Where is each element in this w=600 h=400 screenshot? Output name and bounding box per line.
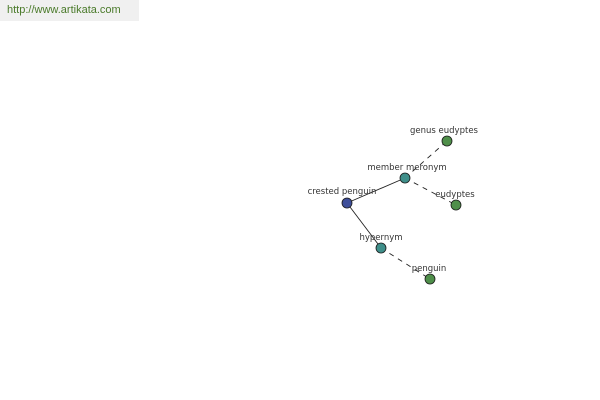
edge-crested-penguin-member-meronym <box>346 177 406 204</box>
edge-crested-penguin-hypernym <box>346 202 382 249</box>
node-dot-genus-eudyptes[interactable] <box>441 135 453 147</box>
graph-edges <box>346 140 457 280</box>
node-member-meronym[interactable]: member meronym <box>367 163 447 184</box>
node-genus-eudyptes[interactable]: genus eudyptes <box>410 126 479 147</box>
node-label-hypernym[interactable]: hypernym <box>359 233 402 243</box>
graph-nodes: crested penguin member meronym hypernym … <box>308 126 479 285</box>
node-dot-hypernym[interactable] <box>375 242 387 254</box>
node-label-member-meronym[interactable]: member meronym <box>367 163 446 173</box>
node-penguin[interactable]: penguin <box>412 264 447 285</box>
node-hypernym[interactable]: hypernym <box>359 233 403 254</box>
node-crested-penguin[interactable]: crested penguin <box>308 187 377 209</box>
node-dot-crested-penguin[interactable] <box>341 197 353 209</box>
node-label-eudyptes[interactable]: eudyptes <box>435 190 475 200</box>
node-eudyptes[interactable]: eudyptes <box>435 190 475 211</box>
node-dot-member-meronym[interactable] <box>399 172 411 184</box>
node-label-penguin[interactable]: penguin <box>412 264 447 274</box>
node-label-crested-penguin[interactable]: crested penguin <box>308 187 377 197</box>
node-dot-penguin[interactable] <box>424 273 436 285</box>
node-dot-eudyptes[interactable] <box>450 199 462 211</box>
source-url-link[interactable]: http://www.artikata.com <box>0 0 139 21</box>
node-label-genus-eudyptes[interactable]: genus eudyptes <box>410 126 479 136</box>
